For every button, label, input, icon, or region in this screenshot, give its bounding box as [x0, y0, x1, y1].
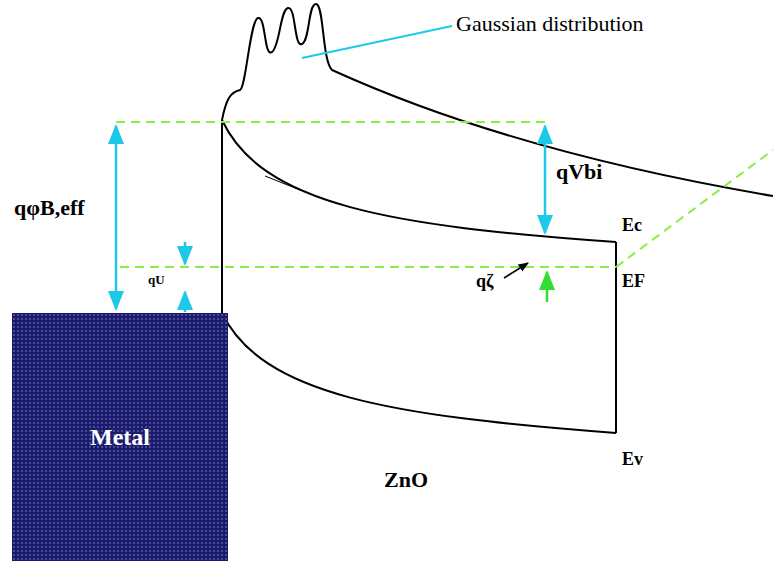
block-left-edge — [221, 120, 223, 313]
energy-label: Ec — [622, 216, 642, 236]
label-text: Ec — [622, 215, 642, 235]
label-text: EF — [622, 271, 645, 291]
label-text: Ev — [622, 449, 643, 469]
label-text: qVbi — [556, 159, 602, 184]
energy-label: Ev — [622, 450, 643, 470]
energy-arrows — [116, 26, 545, 312]
energy-label: Gaussian distribution — [456, 12, 644, 36]
zeta-arrow — [546, 272, 549, 302]
conduction-band-edge — [222, 120, 616, 242]
block-right-edge — [615, 242, 617, 433]
zeta-pointer — [504, 263, 528, 278]
level-lines — [116, 122, 773, 267]
energy-label: ZnO — [384, 468, 428, 492]
barrier-level — [116, 121, 545, 123]
fermi-level — [120, 266, 616, 268]
gaussian-leader — [302, 26, 452, 58]
zno-block — [222, 4, 773, 433]
label-text: qU — [148, 272, 165, 287]
energy-label: qVbi — [556, 160, 602, 184]
built-in-arrow — [544, 126, 547, 233]
qu-arrow-down — [184, 242, 187, 264]
energy-label: qU — [148, 273, 165, 287]
label-text: qζ — [476, 271, 493, 291]
qu-arrow-up — [184, 292, 187, 312]
valence-band-edge — [222, 313, 616, 433]
material-label: Metal — [90, 424, 150, 451]
inner-tick — [265, 176, 300, 190]
metal-block: Metal — [12, 313, 228, 561]
energy-label: qφB,eff — [14, 196, 85, 220]
energy-label: EF — [622, 272, 645, 292]
label-text: ZnO — [384, 467, 428, 492]
gaussian-top-surface — [222, 4, 773, 196]
label-text: Gaussian distribution — [456, 11, 644, 36]
fermi-level-side — [616, 150, 773, 267]
barrier-arrow — [115, 126, 118, 309]
label-text: qφB,eff — [14, 195, 85, 220]
energy-label: qζ — [476, 272, 493, 292]
